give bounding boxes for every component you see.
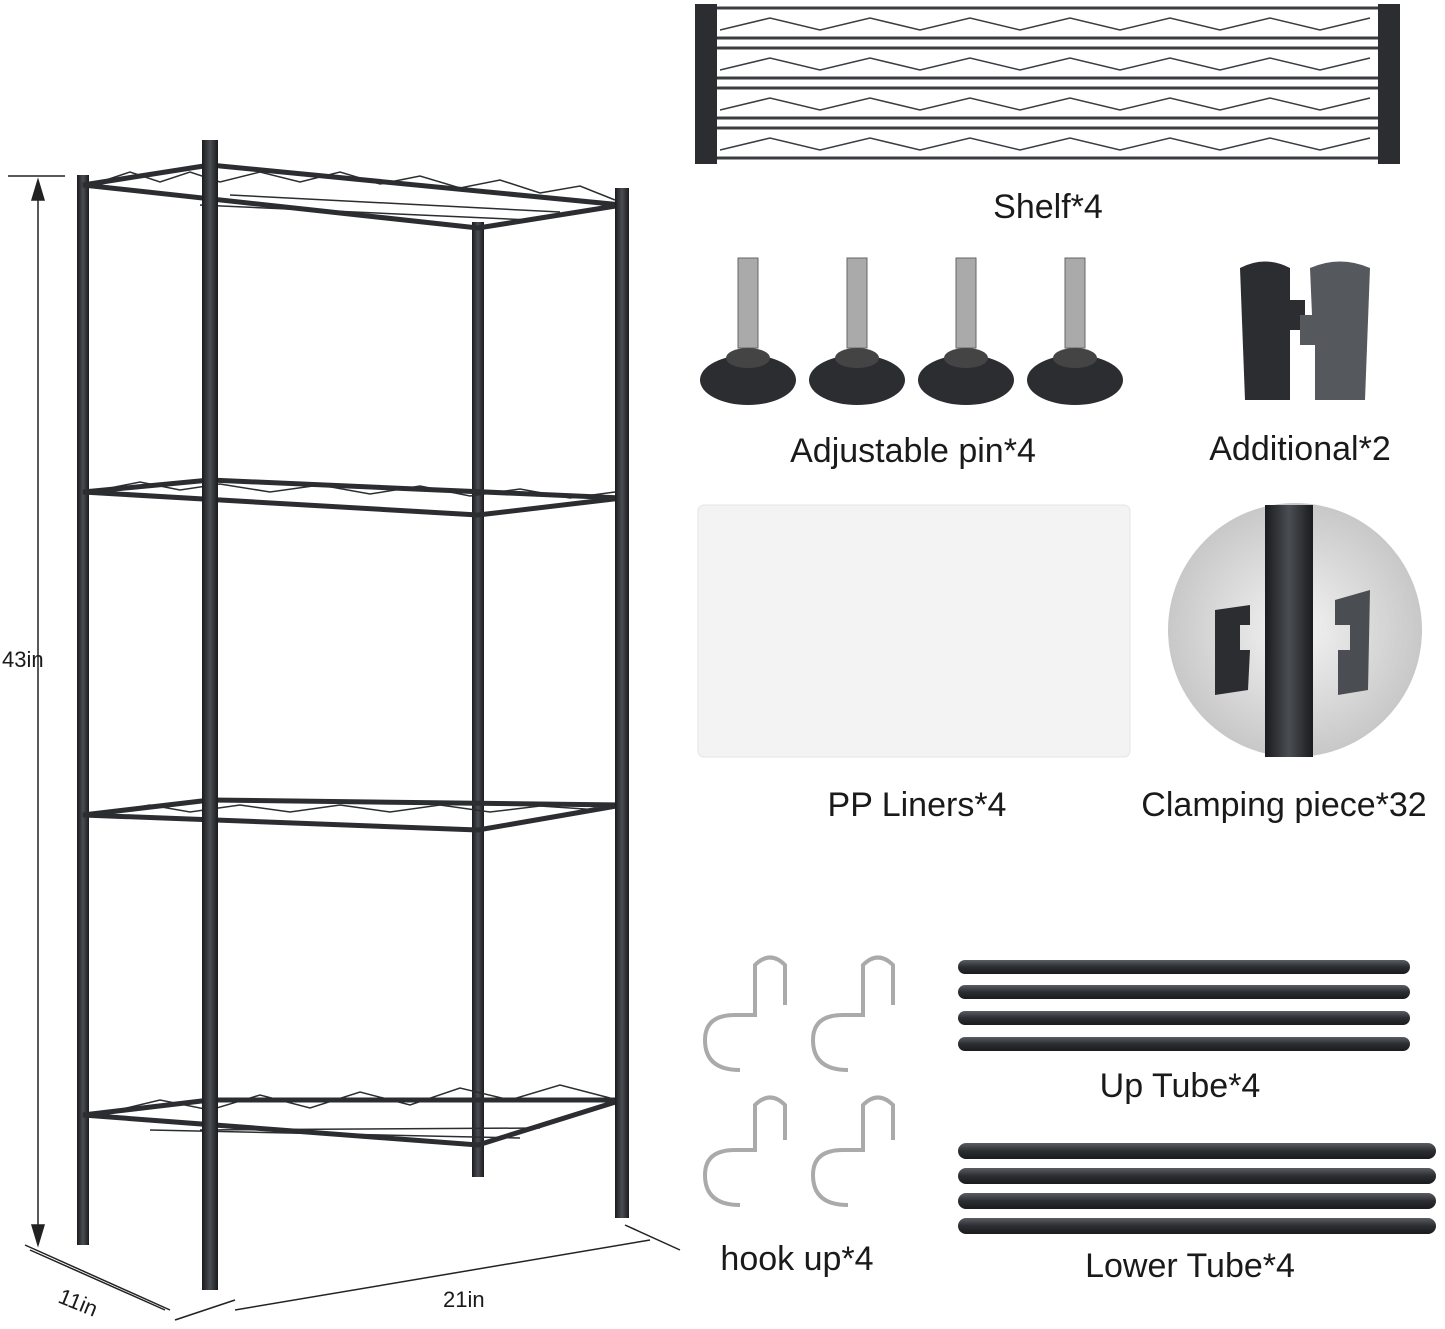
width-label: 21in [443,1287,485,1312]
additional-label: Additional*2 [1209,430,1391,468]
additional-clips [1240,261,1370,400]
shelf-top [82,162,623,231]
pp-liner [697,504,1131,758]
shelf-2 [82,477,623,518]
adjustable-pin-label: Adjustable pin*4 [790,432,1036,470]
clamping-piece-label: Clamping piece*32 [1141,786,1427,824]
s-hooks [702,955,895,1207]
shelf-label: Shelf*4 [993,188,1103,226]
post-back-left [77,175,89,1245]
up-tube-label: Up Tube*4 [1099,1067,1261,1105]
shelf-bottom [82,1097,623,1148]
height-label: 43in [2,647,44,672]
hook-label: hook up*4 [720,1240,874,1278]
post-front-right [615,188,629,1218]
lower-tubes [958,1143,1436,1234]
dimension-lines [8,175,681,1321]
clamping-piece-detail [1168,503,1422,757]
post-front-left [202,140,218,1290]
lower-tube-label: Lower Tube*4 [1085,1247,1295,1285]
pp-liners-label: PP Liners*4 [827,786,1007,824]
shelf-unit [77,140,629,1290]
shelf-panels [695,4,1400,164]
up-tubes [958,960,1410,1051]
post-back-right [472,222,484,1177]
shelf-3 [82,797,623,833]
adjustable-pins [700,257,1123,405]
